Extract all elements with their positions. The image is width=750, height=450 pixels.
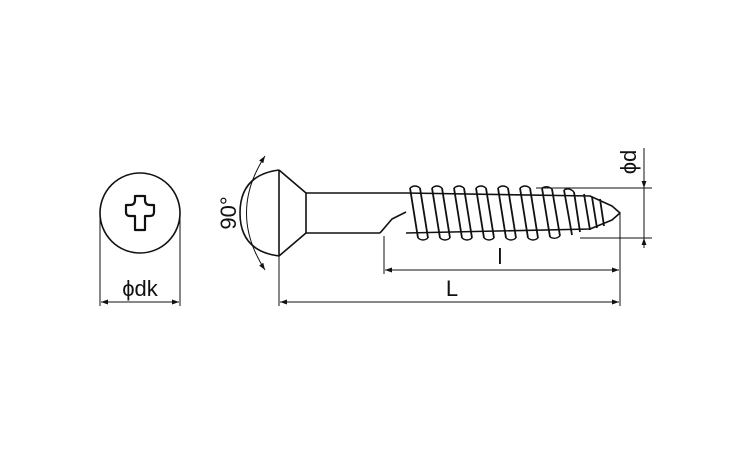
- head-diameter-label: ϕdk: [122, 276, 159, 301]
- angle-arc: [246, 155, 266, 271]
- thread-length-label: l: [498, 244, 503, 269]
- thread-crests: [409, 187, 605, 239]
- phillips-recess: [124, 194, 156, 232]
- head-cone: [278, 169, 307, 257]
- screw-side-view: [239, 169, 621, 257]
- thread-peaks: [409, 185, 575, 241]
- total-length-label: L: [446, 276, 458, 301]
- angle-label: 90°: [216, 196, 241, 229]
- head-circle: [99, 172, 181, 254]
- shank: [306, 192, 406, 234]
- head-top-view: [99, 172, 181, 306]
- head-dome: [239, 169, 280, 257]
- thread-diameter-label: ϕd: [616, 150, 641, 175]
